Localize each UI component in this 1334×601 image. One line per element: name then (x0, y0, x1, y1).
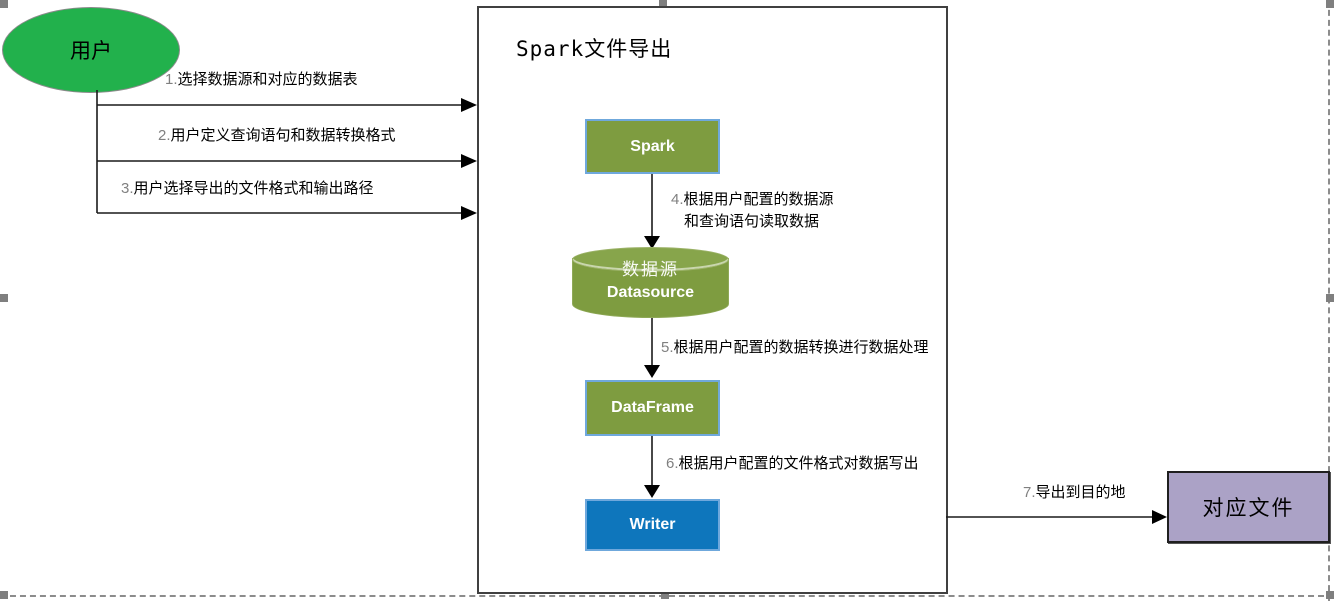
step-number: 4. (671, 191, 684, 208)
step-text: 根据用户配置的文件格式对数据写出 (678, 455, 919, 472)
step-label-7[interactable]: 7.导出到目的地 (1023, 481, 1126, 502)
arrow-step3-head (461, 206, 477, 220)
node-spark-label: Spark (630, 137, 675, 155)
selection-handle-top-middle[interactable] (659, 0, 667, 8)
step-text: 和查询语句读取数据 (684, 213, 820, 230)
node-dataframe-label: DataFrame (611, 399, 694, 416)
node-output-file[interactable]: 对应文件 (1167, 471, 1330, 543)
output-file-label: 对应文件 (1202, 496, 1295, 520)
arrow-step1-head (461, 98, 477, 112)
selection-handle-bottom-right[interactable] (1326, 591, 1334, 599)
selection-handle-bottom-middle[interactable] (661, 591, 669, 599)
step-text: 导出到目的地 (1035, 484, 1126, 501)
step-label-4-line1[interactable]: 4.根据用户配置的数据源 (671, 188, 834, 209)
step-text: 用户选择导出的文件格式和输出路径 (133, 180, 374, 197)
arrow-step6-head (644, 485, 660, 498)
step-number: 6. (666, 455, 679, 472)
selection-handle-bottom-left[interactable] (0, 591, 8, 599)
node-writer[interactable]: Writer (585, 499, 720, 551)
step-text: 根据用户配置的数据转换进行数据处理 (673, 339, 929, 356)
node-datasource-labels: 数据源 Datasource (572, 252, 729, 310)
datasource-label-zh: 数据源 (622, 259, 679, 280)
arrow-step7-head (1152, 510, 1167, 524)
selection-handle-top-left[interactable] (0, 0, 8, 8)
step-number: 7. (1023, 484, 1036, 501)
step-text: 用户定义查询语句和数据转换格式 (170, 127, 396, 144)
step-number: 1. (165, 71, 178, 88)
actor-user-ellipse[interactable]: 用户 (2, 7, 180, 93)
node-spark[interactable]: Spark (585, 119, 720, 174)
step-text: 根据用户配置的数据源 (683, 191, 834, 208)
step-label-6[interactable]: 6.根据用户配置的文件格式对数据写出 (666, 452, 919, 473)
step-label-5[interactable]: 5.根据用户配置的数据转换进行数据处理 (661, 336, 929, 357)
step-number: 3. (121, 180, 134, 197)
selection-handle-middle-left[interactable] (0, 294, 8, 302)
node-writer-label: Writer (629, 516, 676, 533)
datasource-label-en: Datasource (606, 283, 695, 301)
arrow-step5-head (644, 365, 660, 378)
container-title: Spark文件导出 (516, 37, 673, 61)
selection-handle-middle-right[interactable] (1326, 294, 1334, 302)
datasource-cylinder-top (572, 247, 729, 272)
step-number: 2. (158, 127, 171, 144)
arrow-step2-head (461, 154, 477, 168)
step-number: 5. (661, 339, 674, 356)
step-label-2[interactable]: 2.用户定义查询语句和数据转换格式 (158, 124, 396, 145)
step-label-4-line2[interactable]: 和查询语句读取数据 (684, 210, 819, 231)
arrow-step4-head (644, 236, 660, 249)
selection-handle-top-right[interactable] (1326, 0, 1334, 8)
actor-user-label: 用户 (70, 39, 112, 63)
step-label-3[interactable]: 3.用户选择导出的文件格式和输出路径 (121, 177, 374, 198)
step-label-1[interactable]: 1.选择数据源和对应的数据表 (165, 68, 358, 89)
step-text: 选择数据源和对应的数据表 (177, 71, 358, 88)
node-dataframe[interactable]: DataFrame (585, 380, 720, 436)
